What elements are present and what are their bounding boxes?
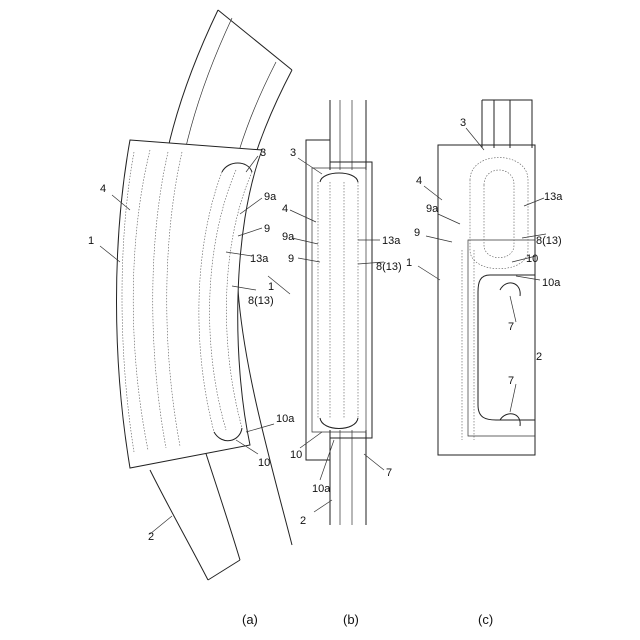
rail-profile-c [478, 275, 535, 420]
curved-rail-bottom-left [150, 470, 208, 580]
label-c-7-top: 7 [508, 321, 514, 333]
return-loop-top-b [320, 173, 358, 182]
label-b-10a: 10a [312, 483, 331, 495]
balls-c-contact [500, 283, 520, 426]
ball-path-c-inner [484, 170, 514, 258]
label-b-9: 9 [288, 253, 294, 265]
rail-b-groove [340, 100, 352, 525]
label-c-9a: 9a [426, 203, 439, 215]
label-a-2: 2 [148, 531, 154, 543]
label-a-9a: 9a [264, 191, 277, 203]
label-b-10: 10 [290, 449, 302, 461]
label-c-8-13: 8(13) [536, 235, 562, 247]
carriage-block-b [306, 140, 372, 460]
label-b-4: 4 [282, 203, 288, 215]
label-c-4: 4 [416, 175, 422, 187]
label-a-4: 4 [100, 183, 106, 195]
label-a-3: 3 [260, 147, 266, 159]
label-c-9: 9 [414, 227, 420, 239]
label-b-3: 3 [290, 147, 296, 159]
label-c-13a: 13a [544, 191, 563, 203]
caption-a: (a) [242, 612, 258, 627]
return-loop-bottom-b [320, 418, 358, 429]
label-c-2: 2 [536, 351, 542, 363]
figure-c [418, 100, 546, 455]
label-a-1: 1 [88, 235, 94, 247]
caption-b: (b) [343, 612, 359, 627]
label-b-1: 1 [268, 281, 274, 293]
label-a-10: 10 [258, 457, 270, 469]
figure-b [268, 100, 384, 525]
curved-rail-top [218, 10, 292, 70]
label-a-10a: 10a [276, 413, 295, 425]
caption-c: (c) [478, 612, 493, 627]
rail-c [482, 100, 532, 148]
label-b-9a: 9a [282, 231, 295, 243]
label-c-3: 3 [460, 117, 466, 129]
label-c-1: 1 [406, 257, 412, 269]
label-b-13a: 13a [382, 235, 401, 247]
curved-rail-bottom-right [208, 560, 240, 580]
ball-path-c-loop [470, 158, 528, 269]
label-b-7: 7 [386, 467, 392, 479]
label-c-10a: 10a [542, 277, 561, 289]
label-a-9: 9 [264, 223, 270, 235]
curved-rail-inner [237, 70, 292, 545]
label-b-2: 2 [300, 515, 306, 527]
label-a-13a: 13a [250, 253, 269, 265]
label-c-7-bottom: 7 [508, 375, 514, 387]
carriage-block-c [438, 145, 535, 455]
label-c-10: 10 [526, 253, 538, 265]
ball-path-b [318, 182, 358, 418]
label-b-8-13: 8(13) [376, 261, 402, 273]
carriage-block-a [117, 140, 263, 468]
label-a-8-13: 8(13) [248, 295, 274, 307]
leaders-c [418, 128, 546, 412]
